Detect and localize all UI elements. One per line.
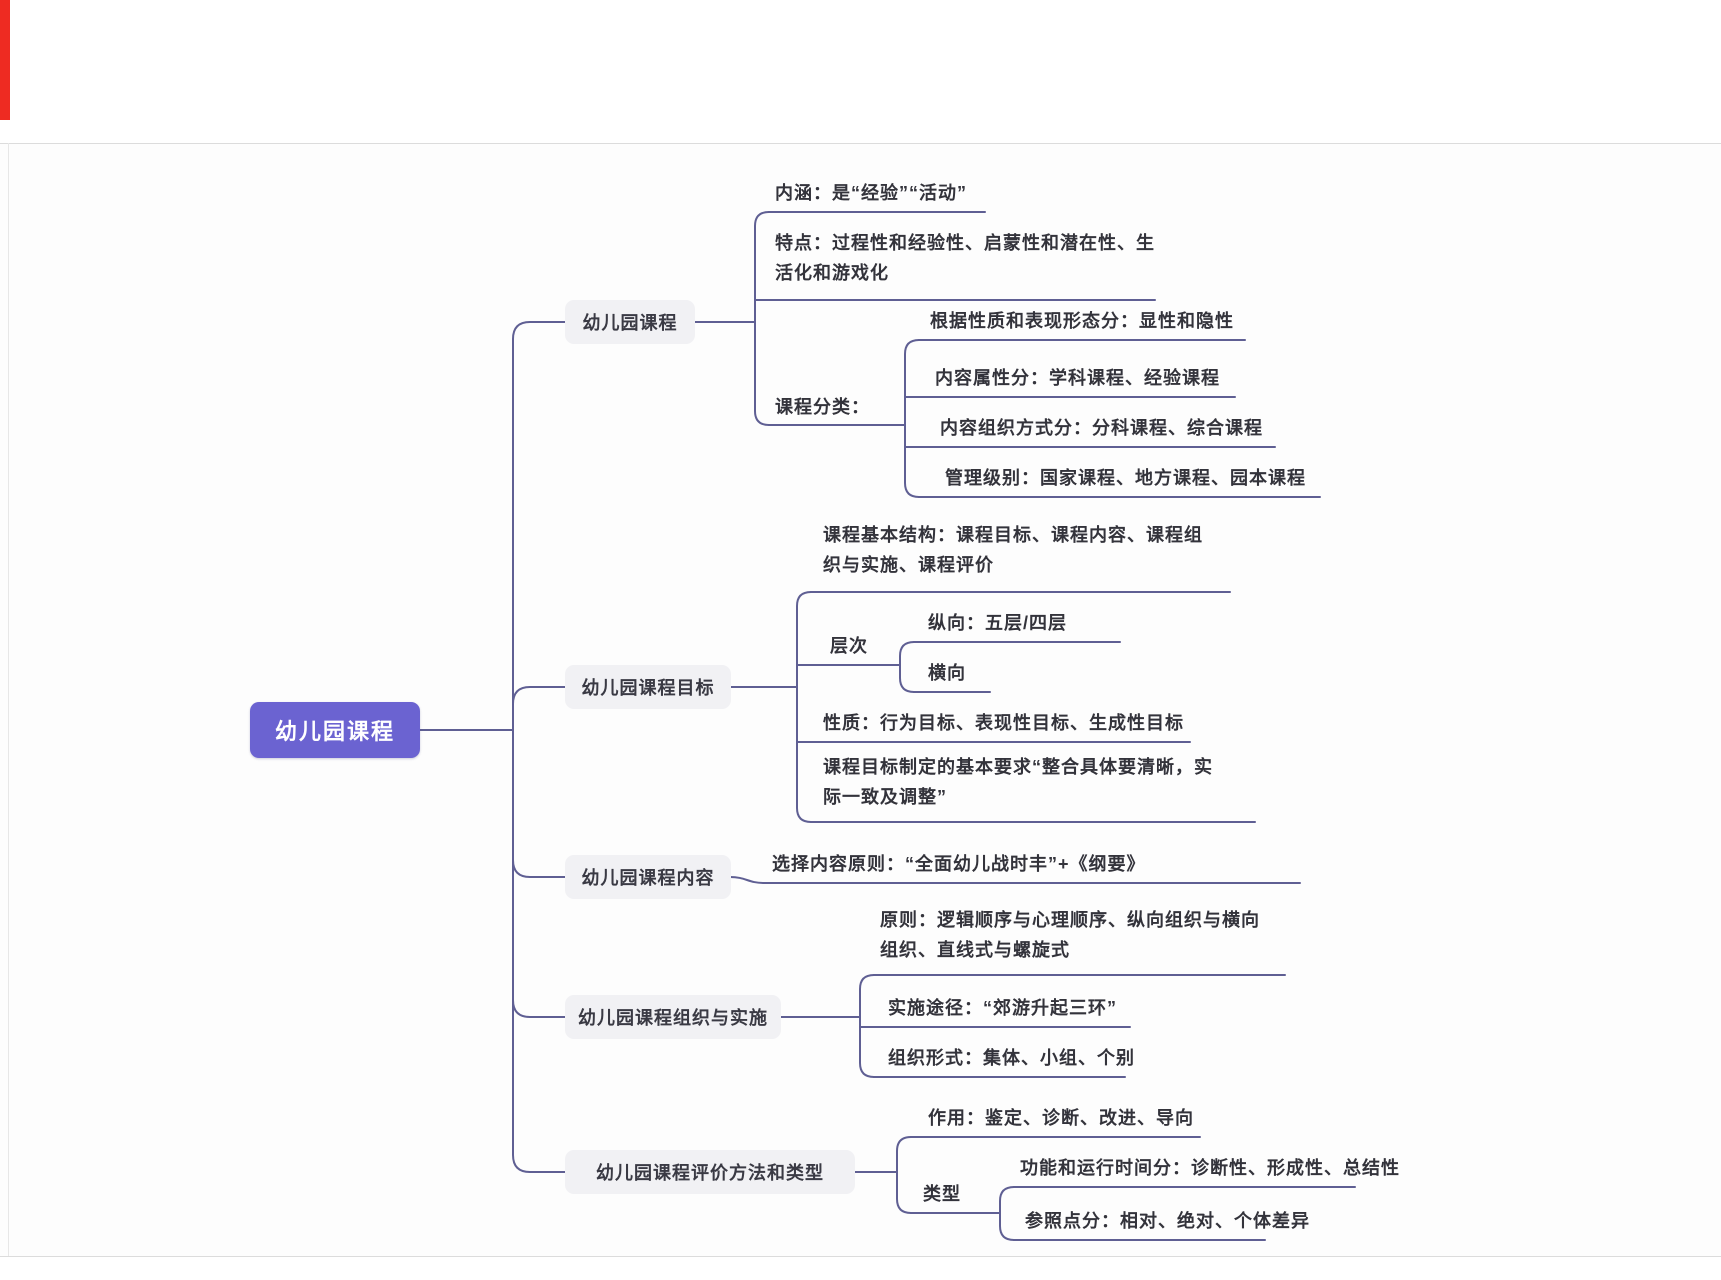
red-edge-marker	[0, 0, 10, 120]
subtopic-classification-by-admin-level[interactable]: 管理级别：国家课程、地方课程、园本课程	[945, 468, 1306, 488]
subtopic-connotation[interactable]: 内涵：是“经验”“活动”	[775, 183, 967, 203]
topic-curriculum-goals[interactable]: 幼儿园课程目标	[565, 665, 731, 709]
subtopic-types-by-reference-point[interactable]: 参照点分：相对、绝对、个体差异	[1025, 1211, 1310, 1231]
bottom-divider	[0, 1256, 1721, 1257]
bottom-white-band	[0, 1257, 1721, 1280]
subtopic-evaluation-functions[interactable]: 作用：鉴定、诊断、改进、导向	[928, 1108, 1194, 1128]
subtopic-goal-nature[interactable]: 性质：行为目标、表现性目标、生成性目标	[823, 713, 1184, 733]
subtopic-goal-requirements[interactable]: 课程目标制定的基本要求“整合具体要清晰，实际一致及调整”	[823, 757, 1213, 807]
subtopic-organization-principle[interactable]: 原则：逻辑顺序与心理顺序、纵向组织与横向组织、直线式与螺旋式	[880, 910, 1260, 960]
topic-root[interactable]: 幼儿园课程	[250, 702, 420, 758]
subtopic-evaluation-types[interactable]: 类型	[923, 1184, 961, 1204]
subtopic-levels-horizontal[interactable]: 横向	[928, 663, 966, 683]
topic-curriculum[interactable]: 幼儿园课程	[565, 300, 695, 344]
subtopic-classification-by-organization[interactable]: 内容组织方式分：分科课程、综合课程	[940, 418, 1263, 438]
subtopic-classification[interactable]: 课程分类：	[775, 397, 870, 417]
topic-curriculum-content[interactable]: 幼儿园课程内容	[565, 855, 731, 899]
subtopic-content-selection-principle[interactable]: 选择内容原则：“全面幼儿战时丰”+《纲要》	[772, 854, 1146, 874]
top-divider	[0, 143, 1721, 144]
subtopic-levels-vertical[interactable]: 纵向：五层/四层	[928, 613, 1068, 633]
topic-curriculum-evaluation[interactable]: 幼儿园课程评价方法和类型	[565, 1150, 855, 1194]
subtopic-organization-forms[interactable]: 组织形式：集体、小组、个别	[888, 1048, 1135, 1068]
left-divider	[8, 143, 9, 1256]
subtopic-implementation-path[interactable]: 实施途径：“郊游升起三环”	[888, 998, 1117, 1018]
subtopic-characteristics[interactable]: 特点：过程性和经验性、启蒙性和潜在性、生活化和游戏化	[775, 233, 1155, 283]
subtopic-basic-structure[interactable]: 课程基本结构：课程目标、课程内容、课程组织与实施、课程评价	[823, 525, 1203, 575]
top-white-band	[0, 0, 1721, 143]
subtopic-levels[interactable]: 层次	[830, 636, 868, 656]
subtopic-classification-by-form[interactable]: 根据性质和表现形态分：显性和隐性	[930, 311, 1234, 331]
subtopic-classification-by-attribute[interactable]: 内容属性分：学科课程、经验课程	[935, 368, 1220, 388]
topic-curriculum-organization[interactable]: 幼儿园课程组织与实施	[565, 995, 781, 1039]
subtopic-types-by-function-time[interactable]: 功能和运行时间分：诊断性、形成性、总结性	[1020, 1158, 1400, 1178]
